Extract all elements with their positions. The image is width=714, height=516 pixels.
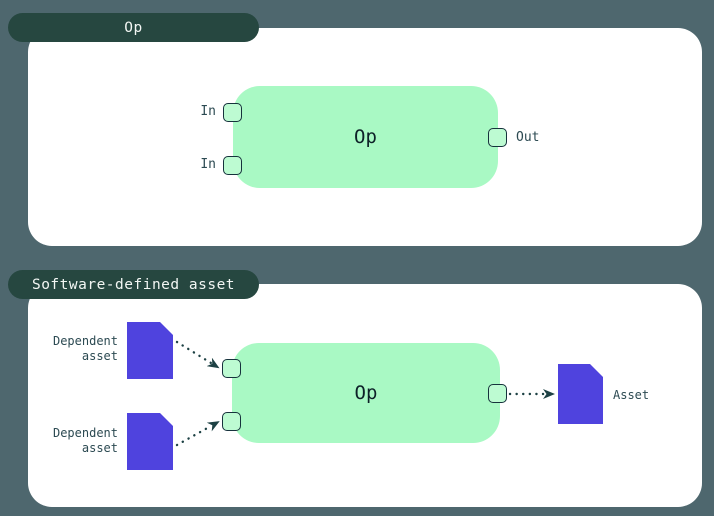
- input-handle: [223, 156, 242, 175]
- op-node: Op: [232, 343, 500, 443]
- op-tab: Op: [8, 13, 259, 42]
- input-handle: [222, 412, 241, 431]
- asset-label: Asset: [613, 388, 650, 402]
- input-handle: [223, 103, 242, 122]
- dependent-asset-icon: [127, 322, 173, 379]
- output-handle: [488, 128, 507, 147]
- asset-icon: [558, 364, 603, 424]
- dependent-asset-label: Dependent asset: [52, 426, 118, 455]
- dependent-asset-icon: [127, 413, 173, 470]
- op-node: Op: [233, 86, 498, 188]
- dependent-asset-label: Dependent asset: [52, 334, 118, 363]
- sda-tab: Software-defined asset: [8, 270, 259, 299]
- input-label: In: [200, 157, 216, 172]
- input-handle: [222, 359, 241, 378]
- input-label: In: [200, 104, 216, 119]
- op-node-label: Op: [354, 126, 377, 148]
- output-label: Out: [516, 130, 540, 145]
- output-handle: [488, 384, 507, 403]
- op-node-label: Op: [354, 382, 378, 404]
